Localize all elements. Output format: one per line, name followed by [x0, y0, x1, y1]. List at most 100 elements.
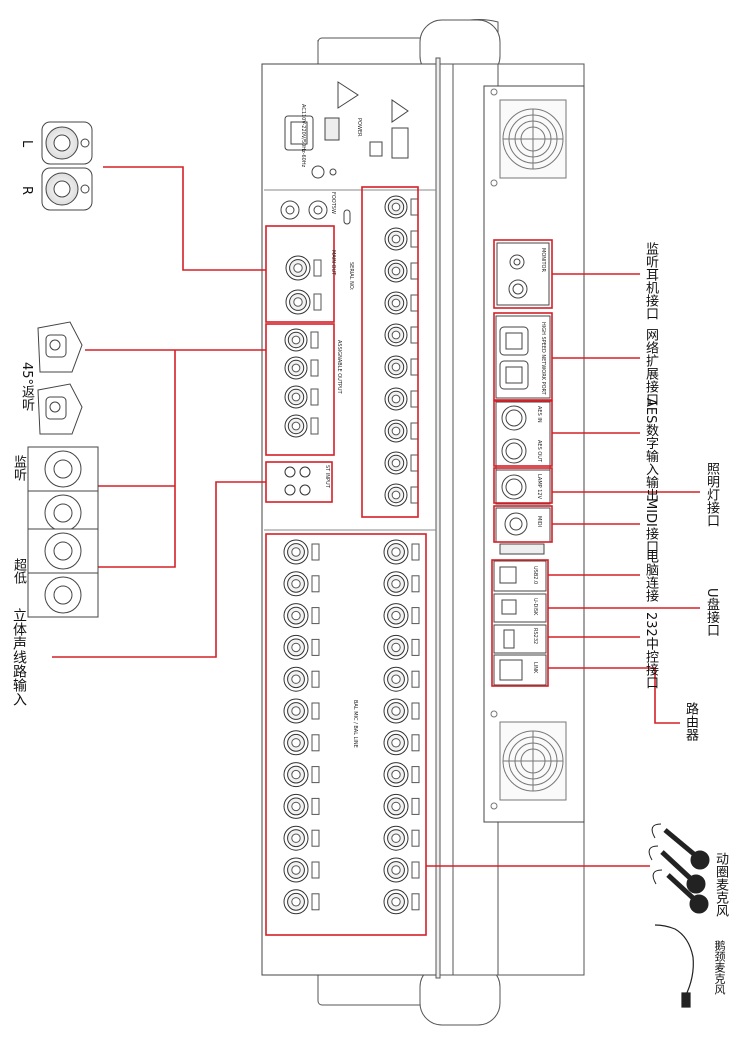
box-lamp — [493, 467, 553, 504]
panel-rs232: RS232 — [532, 628, 538, 645]
mic-input-connector — [383, 793, 420, 819]
condenser-mic-label: 鹅颈麦克风 — [713, 940, 726, 995]
mic-input-connector — [383, 634, 420, 660]
panel-link: LINK — [532, 662, 538, 674]
panel-bal-mic: BAL MIC / BAL LINE — [352, 700, 358, 748]
mic-input-connector — [383, 698, 420, 724]
mic-input-connector — [283, 793, 320, 819]
mic-input-connector — [383, 603, 420, 629]
wedge-label: 45°返听 — [19, 362, 34, 412]
assignable-out-connector — [284, 414, 319, 438]
panel-monitor: MONITOR — [540, 248, 546, 272]
panel-serial: SERIAL NO: — [348, 262, 354, 291]
main-out-connector — [285, 289, 322, 315]
rear-ports — [493, 242, 551, 686]
assignable-out-connector — [384, 355, 419, 379]
speaker-l-label: L — [19, 140, 34, 148]
panel-midi: MIDI — [536, 516, 542, 528]
mic-input-connector — [283, 666, 320, 692]
mic-input-connector — [383, 730, 420, 756]
dynamic-mic-label: 动圈麦克风 — [713, 852, 728, 917]
line-main-speakers — [103, 166, 266, 271]
panel-voltage: AC110V-220V/50Hz-60Hz — [300, 104, 306, 168]
wedge-monitor-icon — [37, 321, 83, 435]
midi-port-label: MIDI接口 — [643, 498, 658, 553]
rs232-port-label: 232中控接口 — [643, 612, 658, 689]
usb-port-label: U盘接口 — [704, 588, 719, 637]
assignable-out-connector — [284, 356, 319, 380]
main-out-connectors — [285, 255, 322, 315]
box-network — [493, 312, 553, 401]
mic-input-connector — [283, 571, 320, 597]
line-monitor-sub — [98, 350, 176, 568]
mic-input-connector — [283, 762, 320, 788]
mic-input-connector — [283, 857, 320, 883]
assignable-out-connector — [284, 385, 319, 409]
main-out-connector — [285, 255, 322, 281]
mic-input-connector — [383, 825, 420, 851]
mic-input-connector — [383, 571, 420, 597]
highlight-boxes — [265, 186, 553, 936]
assignable-out-connector — [384, 259, 419, 283]
condenser-mic-icon — [654, 924, 694, 1008]
panel-footswitch: FOOTSW — [330, 192, 336, 214]
speaker-r-icon — [41, 167, 93, 211]
mic-input-connector — [283, 698, 320, 724]
network-port-label: 网络扩展接口 — [643, 328, 658, 406]
panel-usb-disk: U-DISK — [532, 598, 538, 616]
panel-aes-out: AES OUT — [536, 440, 542, 462]
box-main-out — [265, 225, 335, 323]
box-mic-inputs — [265, 533, 427, 936]
panel-assignable: ASSIGNABLE OUTPUT — [336, 340, 342, 394]
stereo-input-jacks — [284, 466, 311, 496]
subwoofer-label: 超低 — [11, 558, 26, 584]
panel-power: POWER — [356, 118, 362, 137]
dynamic-mic-icon — [648, 823, 710, 914]
mic-inputs-right — [383, 539, 420, 915]
mic-input-connector — [283, 889, 320, 915]
top-fan — [490, 88, 567, 187]
mic-input-connector — [283, 825, 320, 851]
panel-hs-network: HIGH SPEED NETWORK PORT — [540, 322, 546, 395]
assignable-out-connector — [384, 419, 419, 443]
rca-jack — [299, 466, 311, 478]
router-label: 路由器 — [683, 702, 698, 741]
rca-jack — [284, 466, 296, 478]
line-router — [548, 667, 680, 724]
assignable-out-connector — [384, 323, 419, 347]
mic-input-connector — [383, 762, 420, 788]
footswitch-jacks — [280, 200, 351, 225]
rca-jack — [299, 484, 311, 496]
assignable-out-connector — [384, 483, 419, 507]
pc-port-label: 电脑连接 — [643, 550, 658, 602]
speaker-r-label: R — [19, 186, 34, 196]
monitor-label: 监听 — [11, 455, 26, 481]
panel-st-input: ST INPUT — [324, 465, 330, 488]
box-assign-left — [265, 323, 335, 456]
assignable-out-connector — [384, 195, 419, 219]
assignable-out-connector — [384, 227, 419, 251]
box-assign-right — [361, 186, 419, 518]
mic-input-connector — [383, 857, 420, 883]
assignable-output-left — [284, 328, 319, 438]
panel-main-out: MAIN OUT — [330, 250, 336, 276]
line-st-input — [52, 481, 266, 658]
assignable-out-connector — [384, 451, 419, 475]
mic-input-connector — [283, 603, 320, 629]
lamp-port-label: 照明灯接口 — [704, 462, 719, 527]
panel-usb-pc: USB2.0 — [532, 566, 538, 585]
panel-aes-in: AES IN — [536, 406, 542, 423]
power-section — [284, 81, 409, 179]
mic-input-connector — [383, 539, 420, 565]
assignable-out-connector — [284, 328, 319, 352]
subwoofer-icon — [27, 528, 99, 618]
assignable-out-connector — [384, 387, 419, 411]
speaker-l-icon — [41, 121, 93, 165]
panel-lamp: LAMP 12V — [536, 474, 542, 500]
mic-input-connector — [283, 634, 320, 660]
assignable-output-right — [384, 195, 419, 507]
bottom-fan — [490, 710, 567, 810]
assignable-out-connector — [384, 291, 419, 315]
box-rear-ports — [491, 559, 549, 687]
